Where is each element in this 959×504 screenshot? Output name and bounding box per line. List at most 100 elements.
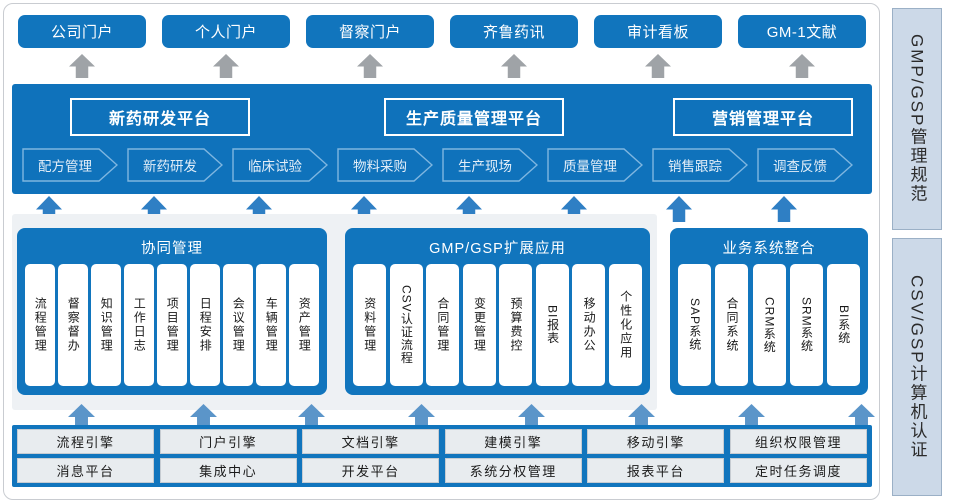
portal-button[interactable]: 公司门户 xyxy=(18,15,146,48)
module-cell[interactable]: 项目管理 xyxy=(157,264,187,386)
module-cell-row: 流程管理督察督办知识管理工作日志项目管理日程安排会议管理车辆管理资产管理 xyxy=(25,264,319,386)
engine-cell[interactable]: 流程引擎 xyxy=(17,429,154,454)
engine-cell[interactable]: 组织权限管理 xyxy=(729,429,867,454)
module-cell[interactable]: 合同管理 xyxy=(426,264,460,386)
engine-cell[interactable]: 门户引擎 xyxy=(159,429,297,454)
module-cell[interactable]: 日程安排 xyxy=(190,264,220,386)
chevron-shape-icon xyxy=(337,148,433,182)
process-chevron[interactable]: 新药研发 xyxy=(127,148,223,182)
chevron-shape-icon xyxy=(442,148,538,182)
process-chevron[interactable]: 临床试验 xyxy=(232,148,328,182)
module-cell[interactable]: 预算费控 xyxy=(499,264,533,386)
engine-cell[interactable]: 系统分权管理 xyxy=(444,458,582,483)
module-cell[interactable]: 个性化应用 xyxy=(608,264,642,386)
engine-band: 流程引擎门户引擎文档引擎建模引擎移动引擎组织权限管理 消息平台集成中心开发平台系… xyxy=(12,425,872,487)
engine-cell[interactable]: 开发平台 xyxy=(302,458,440,483)
portal-button[interactable]: 督察门户 xyxy=(306,15,434,48)
platform-box[interactable]: 营销管理平台 xyxy=(673,98,853,136)
portal-arrow-row xyxy=(18,54,866,80)
arrow-up-icon xyxy=(789,54,815,78)
arrow-up-icon xyxy=(771,196,797,222)
module-title: 业务系统整合 xyxy=(722,241,816,257)
module-cell[interactable]: 资料管理 xyxy=(353,264,386,386)
process-chevron-label: 配方管理 xyxy=(38,159,92,174)
platform-to-module-arrow-row xyxy=(8,196,860,226)
module-cell[interactable]: SAP系统 xyxy=(678,264,711,386)
module-cell[interactable]: BI报表 xyxy=(535,264,569,386)
process-chevron-label: 销售跟踪 xyxy=(668,159,722,174)
process-chevron-label: 调查反馈 xyxy=(773,159,827,174)
module-cell[interactable]: 合同系统 xyxy=(715,264,749,386)
chevron-shape-icon xyxy=(127,148,223,182)
chevron-shape-icon xyxy=(547,148,643,182)
portal-button[interactable]: 齐鲁药讯 xyxy=(450,15,578,48)
engine-cell[interactable]: 移动引擎 xyxy=(587,429,725,454)
arrow-cell xyxy=(162,54,290,80)
module-cell[interactable]: 会议管理 xyxy=(223,264,253,386)
arrow-cell xyxy=(306,54,434,80)
module-to-engine-arrow-row xyxy=(8,404,875,432)
process-chevron-label: 物料采购 xyxy=(353,159,407,174)
portal-button[interactable]: 审计看板 xyxy=(594,15,722,48)
engine-cell[interactable]: 集成中心 xyxy=(159,458,297,483)
module-cell[interactable]: CRM系统 xyxy=(752,264,786,386)
portal-button[interactable]: 个人门户 xyxy=(162,15,290,48)
module-title: GMP/GSP扩展应用 xyxy=(429,241,566,257)
arrow-up-icon xyxy=(213,54,239,78)
process-chevron-row: 配方管理 新药研发 临床试验 物料采购 生产现场 质量管理 销售跟踪 调查反馈 xyxy=(20,148,864,184)
arrow-up-icon xyxy=(69,54,95,78)
engine-cell[interactable]: 消息平台 xyxy=(17,458,154,483)
engine-cell[interactable]: 报表平台 xyxy=(587,458,725,483)
side-panel-gmp-gsp-standard: GMP/GSP管理规范 xyxy=(892,8,942,230)
chevron-shape-icon xyxy=(652,148,748,182)
side-panel-csv-gsp-certification: CSV/GSP计算机认证 xyxy=(892,238,942,496)
module-cell[interactable]: BI系统 xyxy=(827,264,860,386)
platform-band: 新药研发平台 生产质量管理平台 营销管理平台 配方管理 新药研发 临床试验 物料采购 生产现… xyxy=(12,84,872,194)
arrow-up-icon xyxy=(666,196,692,222)
process-chevron[interactable]: 物料采购 xyxy=(337,148,433,182)
arrow-cell xyxy=(18,54,146,80)
module-cell[interactable]: 车辆管理 xyxy=(256,264,286,386)
platform-box[interactable]: 生产质量管理平台 xyxy=(384,98,564,136)
process-chevron[interactable]: 调查反馈 xyxy=(757,148,853,182)
module-cell[interactable]: 工作日志 xyxy=(124,264,154,386)
module-cell[interactable]: CSV认证流程 xyxy=(389,264,423,386)
process-chevron[interactable]: 销售跟踪 xyxy=(652,148,748,182)
process-chevron-label: 临床试验 xyxy=(248,159,302,174)
module-cell[interactable]: 流程管理 xyxy=(25,264,55,386)
module-cell[interactable]: 资产管理 xyxy=(289,264,319,386)
module-title: 协同管理 xyxy=(141,241,203,257)
process-chevron-label: 生产现场 xyxy=(458,159,512,174)
arrow-cell xyxy=(738,54,866,80)
engine-cell[interactable]: 建模引擎 xyxy=(444,429,582,454)
module-cell[interactable]: 移动办公 xyxy=(572,264,606,386)
arrow-up-icon xyxy=(501,54,527,78)
process-chevron[interactable]: 生产现场 xyxy=(442,148,538,182)
chevron-shape-icon xyxy=(757,148,853,182)
portal-row: 公司门户个人门户督察门户齐鲁药讯审计看板 GM-1文献 xyxy=(18,15,866,51)
chevron-shape-icon xyxy=(232,148,328,182)
module-cell[interactable]: SRM系统 xyxy=(789,264,823,386)
process-chevron-label: 新药研发 xyxy=(143,159,197,174)
platform-row: 新药研发平台 生产质量管理平台 营销管理平台 xyxy=(12,98,872,138)
engine-row-2: 消息平台集成中心开发平台系统分权管理报表平台定时任务调度 xyxy=(17,458,867,483)
arrow-cell xyxy=(450,54,578,80)
engine-row-1: 流程引擎门户引擎文档引擎建模引擎移动引擎组织权限管理 xyxy=(17,429,867,454)
process-chevron-label: 质量管理 xyxy=(563,159,617,174)
process-chevron[interactable]: 配方管理 xyxy=(22,148,118,182)
engine-cell[interactable]: 定时任务调度 xyxy=(729,458,867,483)
arrow-cell xyxy=(594,54,722,80)
arrow-up-icon xyxy=(645,54,671,78)
module-cell[interactable]: 变更管理 xyxy=(462,264,496,386)
module-cell[interactable]: 知识管理 xyxy=(91,264,121,386)
module-cell[interactable]: 督察督办 xyxy=(58,264,88,386)
platform-box[interactable]: 新药研发平台 xyxy=(70,98,250,136)
engine-cell[interactable]: 文档引擎 xyxy=(302,429,440,454)
process-chevron[interactable]: 质量管理 xyxy=(547,148,643,182)
portal-button[interactable]: GM-1文献 xyxy=(738,15,866,48)
arrow-up-icon xyxy=(357,54,383,78)
